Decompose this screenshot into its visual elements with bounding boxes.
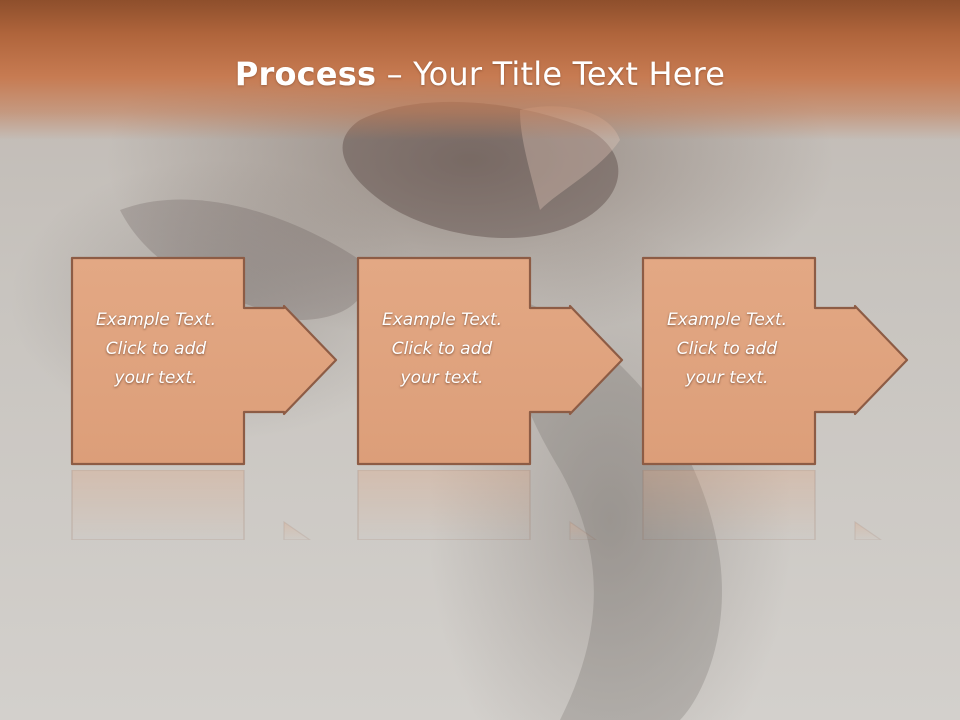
step-1-reflection — [70, 470, 350, 540]
process-step-2[interactable]: Example Text. Click to add your text. — [356, 256, 636, 468]
step-text[interactable]: Example Text. Click to add your text. — [70, 306, 242, 393]
title-rest: – Your Title Text Here — [376, 55, 726, 93]
step-text-line: Example Text. — [95, 310, 217, 330]
title-band — [0, 0, 960, 140]
arrow-right-icon — [70, 256, 338, 466]
step-text-line: Click to add — [105, 339, 207, 359]
process-step-3[interactable]: Example Text. Click to add your text. — [641, 256, 921, 468]
step-text-line: Example Text. — [666, 310, 788, 330]
step-text-line: Example Text. — [381, 310, 503, 330]
step-text[interactable]: Example Text. Click to add your text. — [641, 306, 813, 393]
step-text-line: your text. — [685, 368, 769, 388]
step-text-line: Click to add — [676, 339, 778, 359]
step-text[interactable]: Example Text. Click to add your text. — [356, 306, 528, 393]
process-step-1[interactable]: Example Text. Click to add your text. — [70, 256, 350, 468]
slide-title[interactable]: Process – Your Title Text Here — [0, 54, 960, 94]
arrow-right-icon — [356, 256, 624, 466]
step-text-line: your text. — [114, 368, 198, 388]
title-bold: Process — [234, 55, 377, 93]
step-3-reflection — [641, 470, 921, 540]
arrow-right-icon — [641, 256, 909, 466]
step-text-line: Click to add — [391, 339, 493, 359]
step-text-line: your text. — [400, 368, 484, 388]
step-2-reflection — [356, 470, 636, 540]
